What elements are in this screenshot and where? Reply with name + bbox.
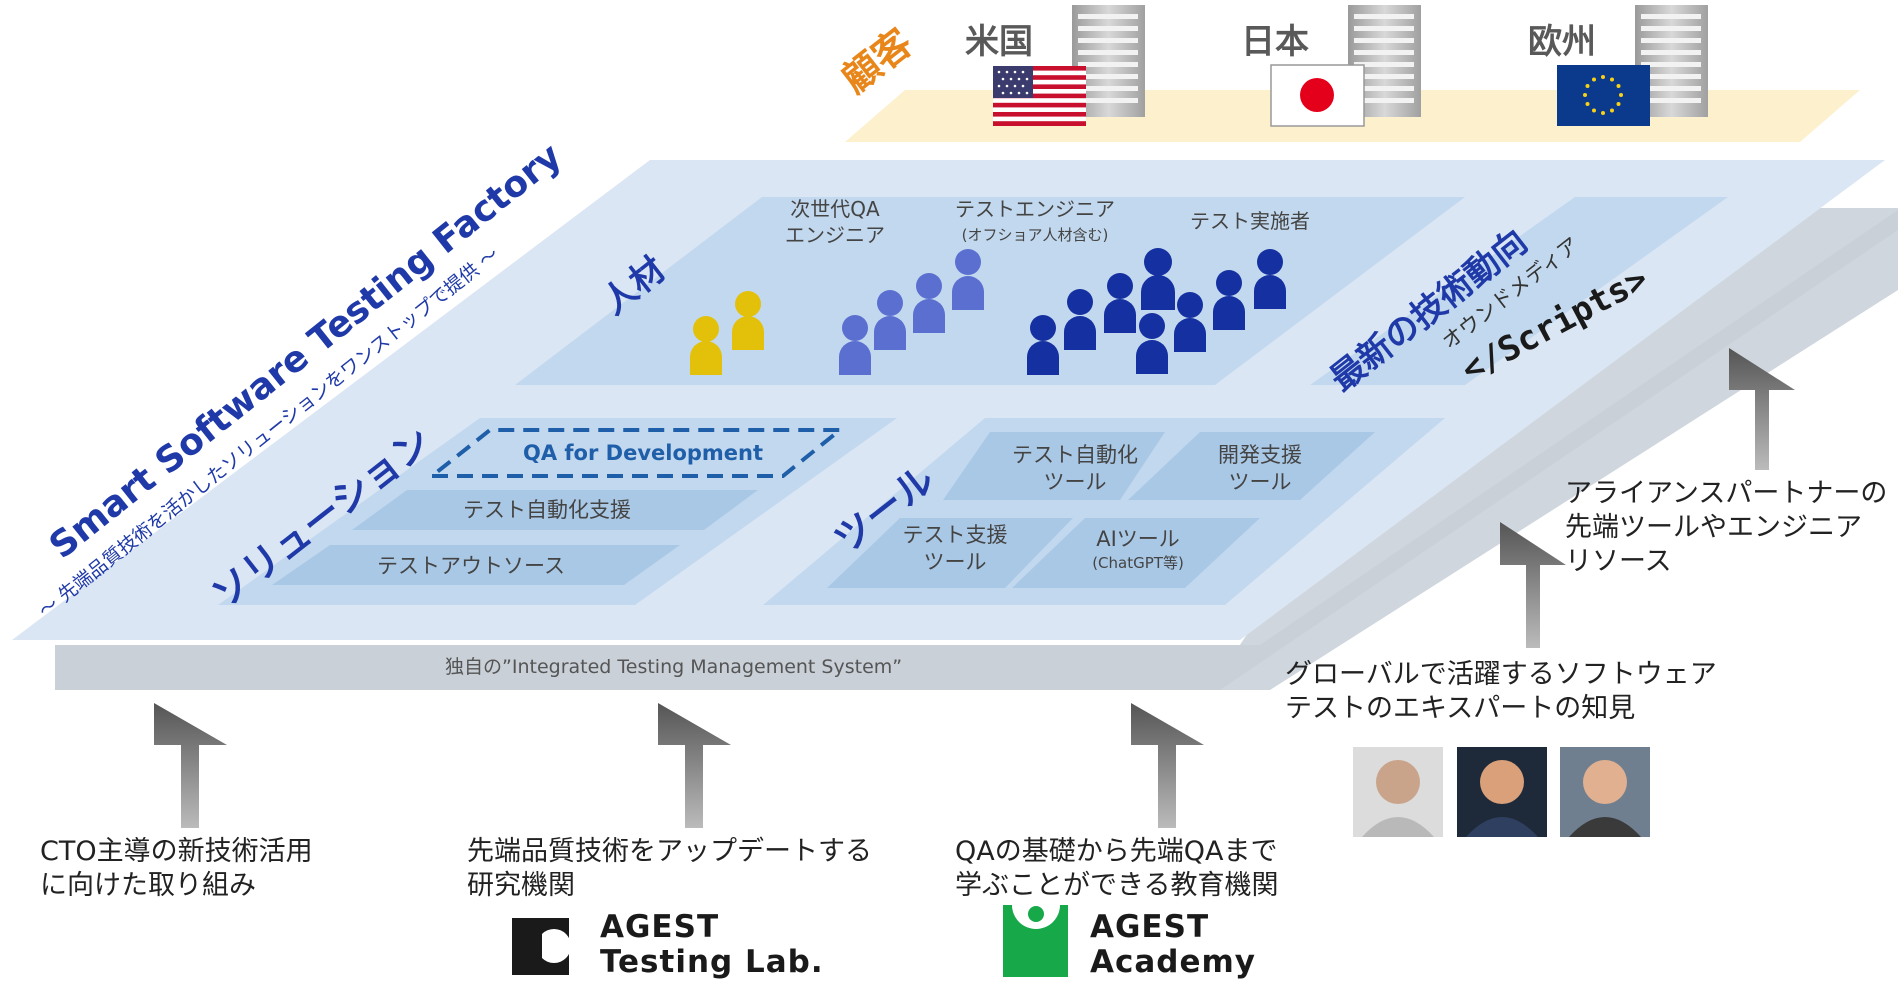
qa-dev-box xyxy=(426,428,846,478)
region-japan: 日本 xyxy=(1241,22,1309,62)
eu-flag-icon xyxy=(1557,65,1650,126)
us-flag-icon xyxy=(993,66,1086,126)
arrow-alliance xyxy=(1729,348,1795,470)
tool-test-automation: テスト自動化ツール xyxy=(1012,443,1138,494)
academy-caption: QAの基礎から先端QAまで学ぶことができる教育機関 xyxy=(955,836,1279,901)
arrow-cto xyxy=(154,703,227,828)
itms-label: 独自の”Integrated Testing Management System… xyxy=(445,656,903,678)
test-automation-support-bar xyxy=(352,490,758,530)
base-layer xyxy=(60,208,1898,690)
next-gen-qa-engineers-icons xyxy=(690,291,764,375)
tool-cell-3 xyxy=(827,518,1073,588)
qa-for-development-label: QA for Development xyxy=(523,441,764,465)
tool-dev-support: 開発支援ツール xyxy=(1218,443,1302,494)
tool-cell-2 xyxy=(1128,432,1375,500)
arrow-experts xyxy=(1500,522,1566,648)
test-executors-icons xyxy=(1027,248,1286,375)
cto-caption: CTO主導の新技術活用に向けた取り組み xyxy=(40,836,313,901)
tool-test-support: テスト支援ツール xyxy=(902,523,1008,574)
test-outsource-label: テストアウトソース xyxy=(377,554,565,578)
building-us xyxy=(1072,5,1145,117)
region-us: 米国 xyxy=(965,22,1033,62)
agest-testing-lab-logo-icon xyxy=(512,918,571,975)
talent-group-3-label: テスト実施者 xyxy=(1190,209,1310,233)
japan-flag-icon xyxy=(1270,64,1365,127)
lab-caption: 先端品質技術をアップデートする研究機関 xyxy=(467,836,872,901)
agest-academy-logo-icon xyxy=(1003,905,1068,977)
expert-photos xyxy=(1353,747,1650,837)
tool-cell-4 xyxy=(1012,518,1260,588)
experts-caption: グローバルで活躍するソフトウェアテストのエキスパートの知見 xyxy=(1285,659,1717,724)
arrow-lab xyxy=(658,703,731,828)
arrow-academy xyxy=(1131,703,1204,828)
test-automation-support-label: テスト自動化支援 xyxy=(463,498,631,522)
alliance-caption: アライアンスパートナーの先端ツールやエンジニアリソース xyxy=(1565,478,1888,577)
trends-panel xyxy=(1310,197,1728,385)
tool-cell-1 xyxy=(943,432,1165,500)
region-europe: 欧州 xyxy=(1528,22,1596,62)
tool-ai: AIツール(ChatGPT等) xyxy=(1092,527,1184,572)
test-outsource-bar xyxy=(272,545,680,585)
test-engineers-icons xyxy=(839,249,984,375)
talent-group-2-label: テストエンジニア(オフショア人材含む) xyxy=(955,197,1115,244)
